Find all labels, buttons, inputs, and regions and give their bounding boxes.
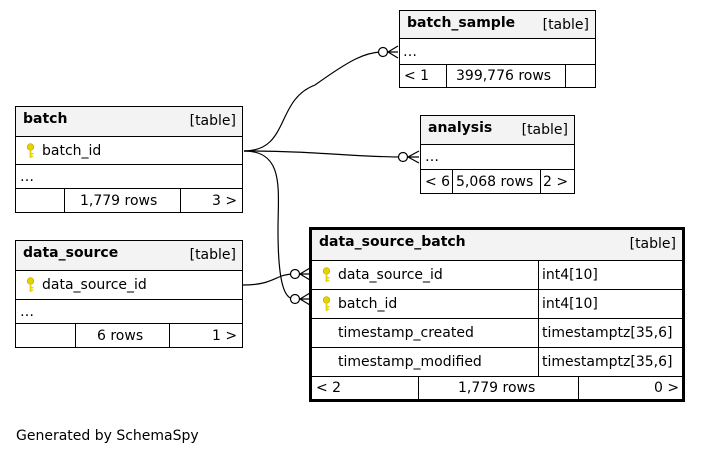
- foreign-key-icon: [322, 296, 331, 311]
- column-type: int4[10]: [542, 296, 598, 312]
- row-count: 399,776 rows: [456, 68, 552, 84]
- table-type: [table]: [189, 247, 236, 263]
- table-type: [table]: [189, 113, 236, 129]
- table-type: [table]: [542, 17, 589, 33]
- column-more: …: [20, 303, 34, 320]
- children-count: 1 >: [212, 327, 238, 344]
- table-header: batch [table]: [16, 107, 242, 137]
- column-more: …: [425, 149, 439, 165]
- column-row: batch_id int4[10]: [312, 290, 682, 319]
- column-type: timestamptz[35,6]: [542, 325, 673, 341]
- column-more: …: [20, 168, 34, 185]
- generator-credit: Generated by SchemaSpy: [16, 428, 199, 444]
- table-name: batch_sample: [407, 15, 516, 31]
- column-row: batch_id: [16, 137, 242, 165]
- row-count: 1,779 rows: [80, 192, 158, 209]
- table-footer: 1,779 rows 3 >: [16, 189, 242, 212]
- row-count: 5,068 rows: [456, 173, 534, 190]
- column-row: timestamp_modified timestamptz[35,6]: [312, 348, 682, 377]
- optional-marker-analysis: [397, 151, 409, 163]
- table-type: [table]: [521, 122, 568, 138]
- column-row: timestamp_created timestamptz[35,6]: [312, 319, 682, 348]
- children-count: 0 >: [654, 380, 680, 396]
- column-name: timestamp_modified: [338, 354, 482, 370]
- column-name: timestamp_created: [338, 325, 474, 341]
- table-header: batch_sample [table]: [400, 11, 595, 39]
- link-batch-to-data-source-batch: [243, 150, 295, 300]
- optional-marker-dsb-data-source: [289, 268, 301, 280]
- crowfoot-dsb-data-source: [298, 267, 311, 281]
- column-type: timestamptz[35,6]: [542, 354, 673, 370]
- table-name: batch: [23, 111, 68, 127]
- table-footer: < 2 1,779 rows 0 >: [312, 377, 682, 399]
- table-header: analysis [table]: [421, 116, 574, 145]
- table-footer: < 6 5,068 rows 2 >: [421, 170, 574, 193]
- table-data-source[interactable]: data_source [table] data_source_id … 6 r…: [15, 240, 243, 348]
- children-count: 2 >: [543, 173, 569, 190]
- parents-count: < 6: [425, 173, 451, 190]
- table-batch-sample[interactable]: batch_sample [table] … < 1 399,776 rows: [399, 10, 596, 88]
- parents-count: < 2: [316, 380, 342, 396]
- primary-key-icon: [26, 277, 35, 292]
- row-count: 6 rows: [97, 327, 144, 344]
- column-row: …: [400, 39, 595, 65]
- table-name: analysis: [428, 120, 493, 136]
- table-footer: 6 rows 1 >: [16, 324, 242, 347]
- parents-count: < 1: [404, 68, 430, 84]
- column-type: int4[10]: [542, 267, 598, 283]
- column-name: batch_id: [42, 142, 102, 159]
- column-row: …: [16, 165, 242, 189]
- primary-key-icon: [26, 142, 35, 158]
- crowfoot-batch-sample: [386, 45, 399, 59]
- link-data-source-to-data-source-batch: [242, 273, 295, 286]
- crowfoot-dsb-batch: [298, 292, 311, 306]
- row-count: 1,779 rows: [458, 380, 536, 396]
- column-more: …: [403, 43, 417, 60]
- table-header: data_source_batch [table]: [312, 230, 682, 261]
- table-footer: < 1 399,776 rows: [400, 65, 595, 87]
- column-row: data_source_id int4[10]: [312, 261, 682, 290]
- table-header: data_source [table]: [16, 241, 242, 271]
- foreign-key-icon: [322, 267, 331, 282]
- optional-marker-batch-sample: [377, 46, 389, 58]
- table-batch[interactable]: batch [table] batch_id … 1,779 rows 3 >: [15, 106, 243, 213]
- table-name: data_source_batch: [319, 234, 466, 250]
- link-batch-to-analysis: [243, 150, 404, 158]
- table-name: data_source: [23, 245, 119, 261]
- link-batch-to-batch-sample: [243, 51, 384, 152]
- column-row: data_source_id: [16, 271, 242, 300]
- column-row: …: [421, 145, 574, 170]
- table-type: [table]: [629, 236, 676, 252]
- column-name: data_source_id: [338, 267, 443, 283]
- table-data-source-batch[interactable]: data_source_batch [table] data_source_id…: [309, 227, 685, 402]
- crowfoot-analysis: [406, 150, 420, 164]
- children-count: 3 >: [212, 192, 238, 209]
- column-name: data_source_id: [42, 277, 147, 293]
- table-analysis[interactable]: analysis [table] … < 6 5,068 rows 2 >: [420, 115, 575, 194]
- column-row: …: [16, 300, 242, 324]
- optional-marker-dsb-batch: [289, 293, 301, 305]
- column-name: batch_id: [338, 296, 398, 312]
